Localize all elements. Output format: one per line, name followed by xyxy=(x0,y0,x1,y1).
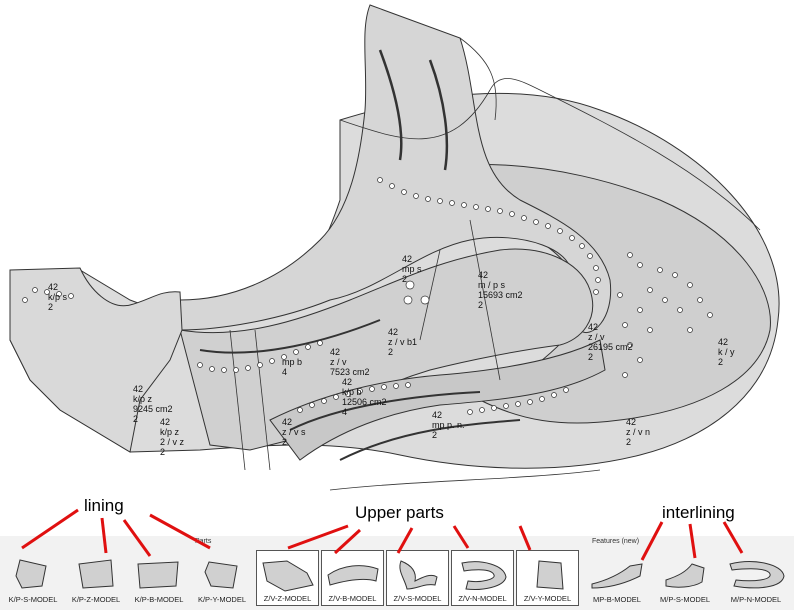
annotation-lining: lining xyxy=(84,496,124,515)
part-thumb-kpy[interactable]: K/P-Y-MODEL xyxy=(191,550,253,606)
part-label: K/P-S-MODEL xyxy=(8,595,58,604)
part-thumb-zvy[interactable]: Z/V-Y-MODEL xyxy=(516,550,579,606)
part-label: MP-B-MODEL xyxy=(593,595,641,604)
part-shape-icon xyxy=(729,561,785,589)
part-label: Z/V-Z-MODEL xyxy=(263,594,312,603)
svg-text:42z / v n2: 42z / v n2 xyxy=(626,417,650,447)
svg-text:42k / y2: 42k / y2 xyxy=(718,337,735,367)
annotation-upper-parts: Upper parts xyxy=(355,503,444,522)
svg-text:42z / v b12: 42z / v b12 xyxy=(388,327,417,357)
part-label: K/P-Z-MODEL xyxy=(71,595,121,604)
perforation-dots xyxy=(22,177,713,415)
part-shape-icon xyxy=(137,561,179,589)
part-shape-icon xyxy=(536,560,564,590)
features-header: Features (new) xyxy=(592,538,640,545)
part-label: K/P-Y-MODEL xyxy=(197,595,247,604)
part-thumb-kpb[interactable]: K/P-B-MODEL xyxy=(128,550,190,606)
vamp-piece xyxy=(179,4,612,333)
part-label: Z/V-S-MODEL xyxy=(393,594,442,603)
lining-piece xyxy=(9,267,183,453)
part-shape-icon xyxy=(78,559,114,589)
part-label: Z/V-N-MODEL xyxy=(458,594,507,603)
part-thumb-zvs[interactable]: Z/V-S-MODEL xyxy=(386,550,449,606)
part-label: M/P-S-MODEL xyxy=(659,595,710,604)
part-shape-icon xyxy=(591,563,643,589)
part-shape-icon xyxy=(327,565,379,586)
part-shape-icon xyxy=(665,563,705,588)
svg-text:42k/p s2: 42k/p s2 xyxy=(48,282,68,312)
part-shape-icon xyxy=(461,561,507,590)
part-thumb-kpz[interactable]: K/P-Z-MODEL xyxy=(65,550,127,606)
part-thumb-mpn[interactable]: M/P-N-MODEL xyxy=(720,550,792,606)
part-shape-icon xyxy=(15,559,47,589)
part-shape-icon xyxy=(262,560,314,592)
part-label: M/P-N-MODEL xyxy=(730,595,782,604)
svg-text:42z / v s2: 42z / v s2 xyxy=(282,417,306,447)
part-thumb-kps[interactable]: K/P-S-MODEL xyxy=(2,550,64,606)
quarter-piece-2 xyxy=(269,339,606,461)
part-thumb-mpb[interactable]: MP-B-MODEL xyxy=(584,550,650,606)
parts-header: Parts xyxy=(195,538,212,545)
part-label: Z/V-Y-MODEL xyxy=(523,594,572,603)
part-thumb-zvn[interactable]: Z/V-N-MODEL xyxy=(451,550,514,606)
annotation-interlining: interlining xyxy=(662,503,735,522)
part-thumb-mps[interactable]: M/P-S-MODEL xyxy=(652,550,718,606)
part-label: K/P-B-MODEL xyxy=(134,595,184,604)
svg-text:42k/p z2 / v z2: 42k/p z2 / v z2 xyxy=(160,417,185,457)
part-thumb-zvb[interactable]: Z/V-B-MODEL xyxy=(321,550,384,606)
part-shape-icon xyxy=(204,561,238,589)
part-shape-icon xyxy=(399,560,438,590)
svg-text:mp b4: mp b4 xyxy=(282,357,302,377)
part-thumb-zvz[interactable]: Z/V-Z-MODEL xyxy=(256,550,319,606)
part-label: Z/V-B-MODEL xyxy=(328,594,377,603)
